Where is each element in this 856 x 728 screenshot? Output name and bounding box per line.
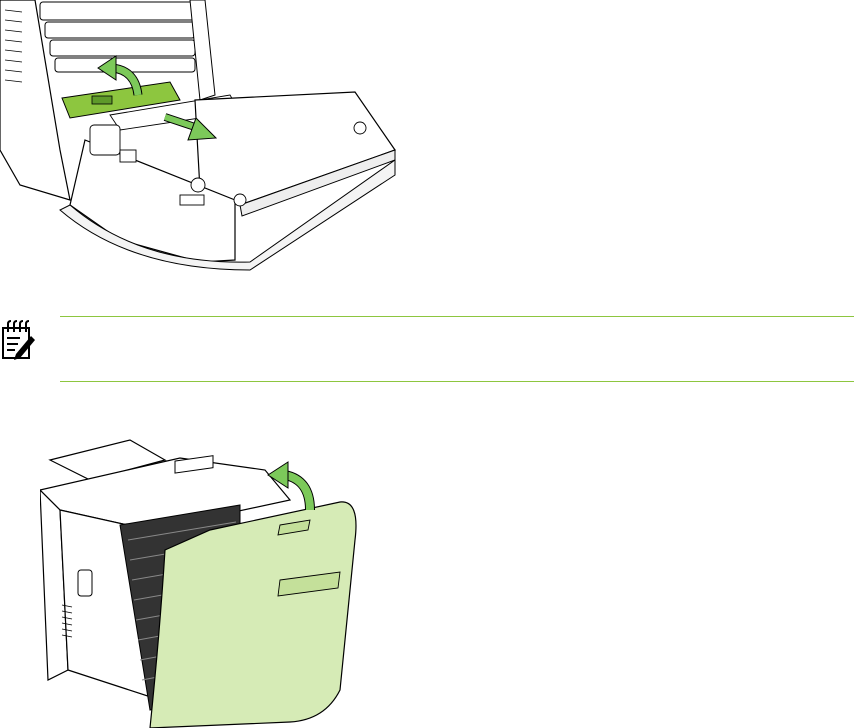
- printer-jam-illustration: [0, 0, 420, 275]
- note-box: [0, 306, 856, 384]
- jam-removal-illustration: [0, 0, 420, 275]
- front-door-illustration: [40, 430, 370, 728]
- printer-front-door-illustration: [40, 430, 370, 728]
- note-top-rule: [60, 316, 854, 317]
- note-bottom-rule: [60, 381, 854, 382]
- note-pad-icon: [0, 320, 36, 362]
